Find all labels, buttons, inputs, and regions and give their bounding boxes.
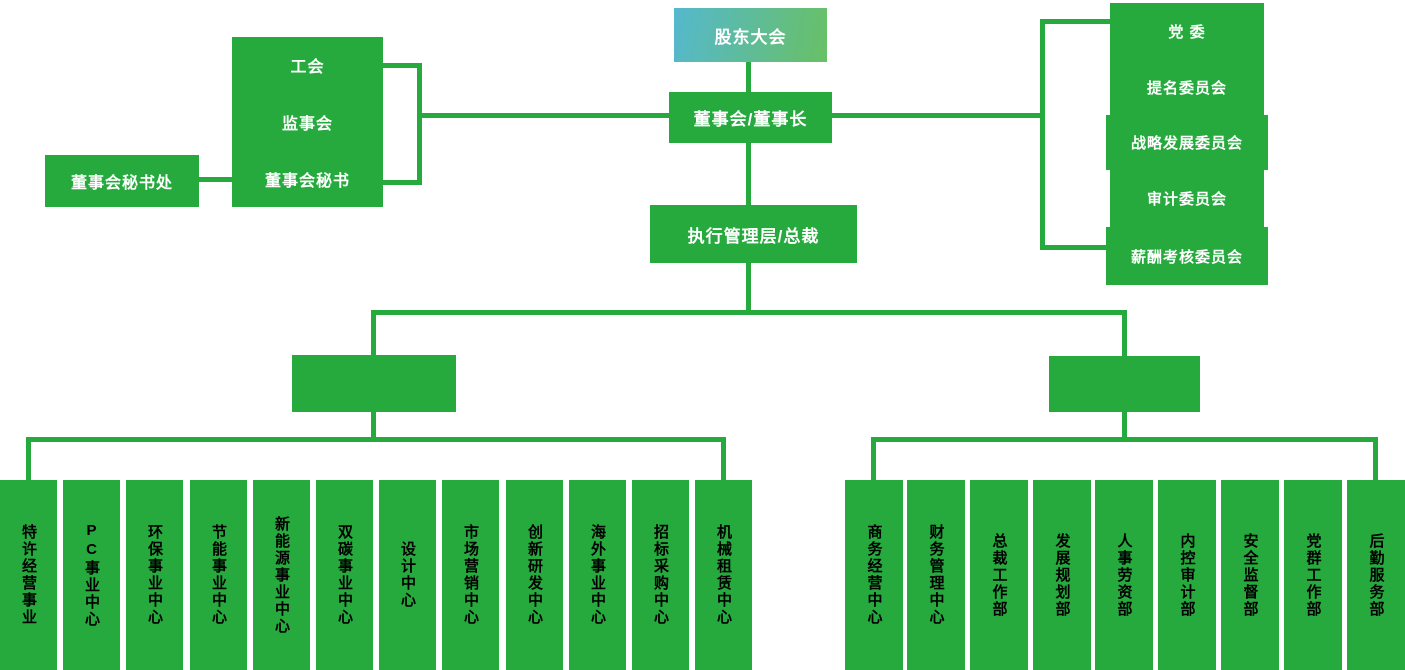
executive-president-box: 执行管理层/总裁 <box>650 205 857 263</box>
dept-box: 创新研发中心 <box>506 480 563 670</box>
connector-line <box>371 310 1127 315</box>
dept-box: 新能源事业中心 <box>253 480 310 670</box>
board-secretary-label: 董事会秘书 <box>264 172 350 190</box>
dept-box: 设计中心 <box>379 480 436 670</box>
connector-line <box>1122 310 1127 356</box>
connector-line <box>721 437 726 480</box>
connector-line <box>1122 412 1127 440</box>
connector-line <box>383 63 422 68</box>
audit-committee-box: 审计委员会 <box>1110 170 1264 227</box>
supervisory-board-label: 监事会 <box>281 115 333 133</box>
dept-box: 招标采购中心 <box>632 480 689 670</box>
connector-line <box>1373 437 1378 480</box>
dept-box: PC事业中心 <box>63 480 120 670</box>
right-division-header-box <box>1049 356 1200 412</box>
dept-box: 节能事业中心 <box>190 480 247 670</box>
dept-box: 财务管理中心 <box>907 480 965 670</box>
dept-box: 安全监督部 <box>1221 480 1279 670</box>
connector-line <box>871 437 876 480</box>
dept-box: 后勤服务部 <box>1347 480 1405 670</box>
connector-line <box>383 180 422 185</box>
supervision-group-box: 工会 监事会 董事会秘书 <box>232 37 383 207</box>
connector-line <box>26 437 726 442</box>
union-label: 工会 <box>290 59 325 77</box>
nomination-committee-box: 提名委员会 <box>1110 60 1264 115</box>
connector-line <box>746 62 751 94</box>
connector-line <box>371 412 376 440</box>
connector-line <box>199 177 234 182</box>
committees-column: 党 委 提名委员会 战略发展委员会 审计委员会 薪酬考核委员会 <box>1106 3 1268 285</box>
board-chairman-box: 董事会/董事长 <box>669 92 832 143</box>
connector-line <box>417 63 422 185</box>
dept-box: 发展规划部 <box>1033 480 1091 670</box>
connector-line <box>26 437 31 480</box>
connector-line <box>1040 245 1108 250</box>
dept-box: 海外事业中心 <box>569 480 626 670</box>
remuneration-committee-box: 薪酬考核委员会 <box>1106 227 1268 285</box>
dept-box: 总裁工作部 <box>970 480 1028 670</box>
connector-line <box>871 437 1378 442</box>
connector-line <box>371 310 376 355</box>
strategy-committee-box: 战略发展委员会 <box>1106 115 1268 170</box>
dept-box: 党群工作部 <box>1284 480 1342 670</box>
connector-line <box>746 263 751 315</box>
shareholders-meeting-box: 股东大会 <box>674 8 827 62</box>
party-committee-box: 党 委 <box>1110 3 1264 60</box>
dept-box: 双碳事业中心 <box>316 480 373 670</box>
dept-box: 环保事业中心 <box>126 480 183 670</box>
dept-box: 商务经营中心 <box>845 480 903 670</box>
connector-line <box>417 113 671 118</box>
dept-box: 市场营销中心 <box>442 480 499 670</box>
board-secretariat-box: 董事会秘书处 <box>45 155 199 207</box>
dept-box: 人事劳资部 <box>1095 480 1153 670</box>
connector-line <box>832 113 1042 118</box>
dept-box: 内控审计部 <box>1158 480 1216 670</box>
left-division-header-box <box>292 355 456 412</box>
connector-line <box>746 143 751 205</box>
dept-box: 特许经营事业 <box>0 480 57 670</box>
dept-box: 机械租赁中心 <box>695 480 752 670</box>
connector-line <box>1040 19 1045 250</box>
connector-line <box>1040 19 1112 24</box>
